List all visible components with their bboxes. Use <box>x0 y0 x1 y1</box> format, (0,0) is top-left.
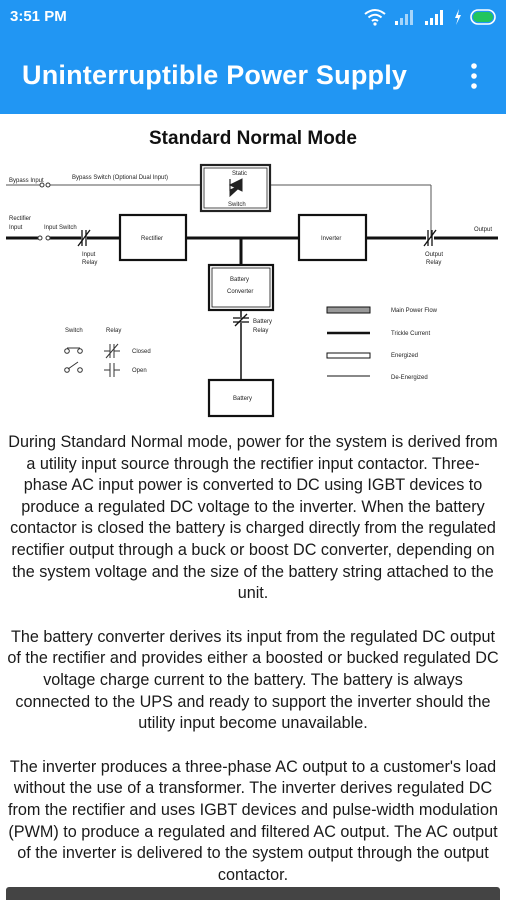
legend-switch-label: Switch <box>65 328 83 334</box>
paragraph-3: The inverter produces a three-phase AC o… <box>7 757 499 884</box>
signal-icon-2 <box>425 10 443 25</box>
status-time: 3:51 PM <box>10 8 67 25</box>
inverter-box <box>297 213 368 262</box>
legend-deenergized-label: De-Energized <box>391 375 428 381</box>
status-icons <box>364 7 498 27</box>
bottom-bar <box>6 887 500 900</box>
legend-lines <box>326 306 371 377</box>
app-bar: Uninterruptible Power Supply <box>0 34 506 114</box>
label-output-relay-2: Relay <box>426 260 441 266</box>
label-static: Static <box>232 171 247 177</box>
status-bar: 3:51 PM <box>0 0 506 34</box>
static-switch <box>199 163 272 213</box>
paragraph-2: The battery converter derives its input … <box>7 627 499 733</box>
page-heading: Standard Normal Mode <box>149 128 357 149</box>
ups-diagram: Bypass Input Bypass Switch (Optional Dua… <box>6 163 498 418</box>
main-line <box>6 236 498 265</box>
label-battery-relay-2: Relay <box>253 328 268 334</box>
battery-converter-box <box>207 263 275 312</box>
label-input-switch: Input Switch <box>44 225 77 231</box>
battery-box <box>207 378 275 418</box>
label-switch: Switch <box>228 202 246 208</box>
label-output-relay-1: Output <box>425 252 443 258</box>
rectifier-box <box>118 213 188 262</box>
label-bypass-input: Bypass Input <box>9 178 44 184</box>
overflow-menu-icon[interactable] <box>464 62 484 90</box>
label-inverter: Inverter <box>321 236 341 242</box>
paragraph-1: During Standard Normal mode, power for t… <box>8 433 498 603</box>
label-rectifier-input-1: Rectifier <box>9 216 31 222</box>
bypass-line <box>6 184 432 238</box>
label-battery-converter-2: Converter <box>227 289 253 295</box>
label-battery-relay-1: Battery <box>253 319 272 325</box>
legend-trickle-label: Trickle Current <box>391 331 430 337</box>
legend-open-label: Open <box>132 368 147 374</box>
label-rectifier: Rectifier <box>141 236 163 242</box>
label-input-relay-1: Input <box>82 252 96 258</box>
app-title: Uninterruptible Power Supply <box>22 60 408 90</box>
legend-switch-relay <box>64 343 120 377</box>
wifi-icon <box>364 9 386 26</box>
content-area[interactable]: Standard Normal Mode <box>0 114 506 900</box>
signal-icon-1 <box>395 10 413 25</box>
legend-relay-label: Relay <box>106 328 121 334</box>
battery-icon <box>470 9 496 25</box>
relay-symbols <box>77 229 437 327</box>
label-rectifier-input-2: Input <box>9 225 23 231</box>
switch-symbols <box>37 182 51 241</box>
legend-energized-label: Energized <box>391 353 418 359</box>
description: During Standard Normal mode, power for t… <box>5 432 501 908</box>
label-input-relay-2: Relay <box>82 260 97 266</box>
label-output: Output <box>474 227 492 233</box>
legend-closed-label: Closed <box>132 349 151 355</box>
label-battery: Battery <box>233 396 252 402</box>
charging-icon <box>455 9 461 25</box>
label-bypass-switch: Bypass Switch (Optional Dual Input) <box>72 175 168 181</box>
legend-main-label: Main Power Flow <box>391 308 438 314</box>
label-battery-converter-1: Battery <box>230 277 249 283</box>
